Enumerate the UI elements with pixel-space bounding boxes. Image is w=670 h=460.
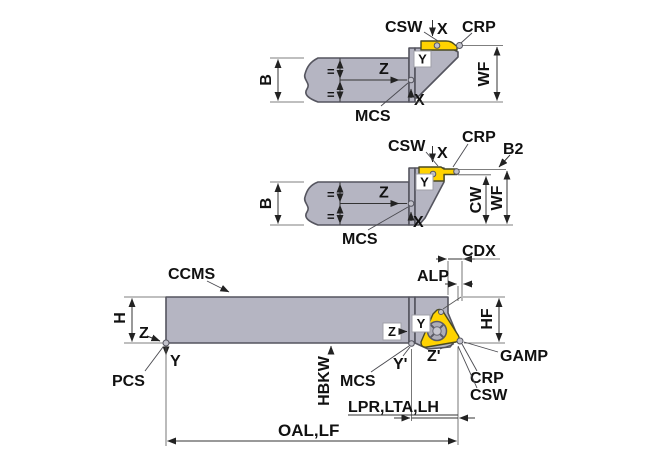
z-axis-label: Z	[388, 324, 396, 339]
y-axis-box	[411, 314, 431, 333]
corner-ref-point	[456, 42, 463, 49]
label-b2: B2	[503, 141, 524, 158]
dim-cw: CW	[468, 186, 485, 214]
shank	[165, 296, 410, 344]
top-view-main: CCMS CDX ALP HF GAMP CRP CSW Z Y	[112, 243, 548, 446]
label-ccms: CCMS	[168, 266, 215, 283]
dim-alp: ALP	[417, 268, 449, 285]
dim-wf: WF	[489, 185, 506, 210]
corner-ref-point	[438, 309, 444, 315]
side-view-upper: Y B = = Z X CSW CRP X MCS	[258, 19, 503, 125]
x-ref-label: X	[413, 214, 424, 231]
label-csw: CSW	[470, 387, 508, 404]
y-axis-box	[413, 50, 432, 68]
x-ref-label: X	[414, 92, 425, 109]
label-csw: CSW	[388, 138, 426, 155]
dim-oal-lf: OAL,LF	[278, 421, 339, 440]
dim-hbkw: HBKW	[316, 355, 333, 406]
label-mcs: MCS	[355, 108, 391, 125]
label-pcs: PCS	[112, 373, 145, 390]
label-z-prime: Z'	[427, 348, 441, 365]
dim-hf: HF	[479, 308, 496, 330]
dim-wf: WF	[476, 61, 493, 86]
y-axis-box	[415, 173, 434, 191]
dim-h: H	[112, 312, 129, 324]
pcs-point	[162, 339, 170, 347]
dim-b: B	[258, 198, 275, 210]
label-csw: CSW	[385, 19, 423, 36]
mcs-point	[407, 200, 415, 207]
label-mcs: MCS	[342, 231, 378, 248]
label-crp: CRP	[462, 19, 496, 36]
tip-ref-point	[456, 337, 464, 345]
mcs-point	[408, 340, 415, 347]
y-corner-label: Y	[170, 353, 181, 370]
mcs-point	[407, 76, 415, 84]
x-axis-label: X	[437, 21, 448, 38]
x-axis-label: X	[437, 145, 448, 162]
screw-slots	[430, 324, 444, 338]
label-crp: CRP	[470, 370, 504, 387]
dim-lpr-lta-lh: LPR,LTA,LH	[348, 399, 439, 416]
label-y-prime: Y'	[393, 356, 407, 373]
equal-mark: =	[327, 187, 335, 202]
z-corner-label: Z	[139, 325, 149, 342]
equal-mark: =	[327, 209, 335, 224]
screw-icon	[433, 42, 441, 49]
label-mcs: MCS	[340, 373, 376, 390]
y-axis-label: Y	[420, 175, 429, 190]
y-axis-label: Y	[417, 316, 426, 331]
dim-b: B	[258, 74, 275, 86]
corner-ref-point	[453, 168, 460, 175]
equal-mark: =	[327, 87, 335, 102]
dim-cdx: CDX	[462, 243, 496, 260]
label-crp: CRP	[462, 129, 496, 146]
label-gamp: GAMP	[500, 348, 548, 365]
y-axis-label: Y	[418, 52, 427, 67]
equal-mark: =	[327, 64, 335, 79]
side-view-middle: Y B = = Z X CSW CRP B2 X	[258, 129, 523, 248]
z-axis-label: Z	[379, 185, 389, 202]
z-axis-label: Z	[379, 61, 389, 78]
screw-center	[432, 326, 442, 336]
